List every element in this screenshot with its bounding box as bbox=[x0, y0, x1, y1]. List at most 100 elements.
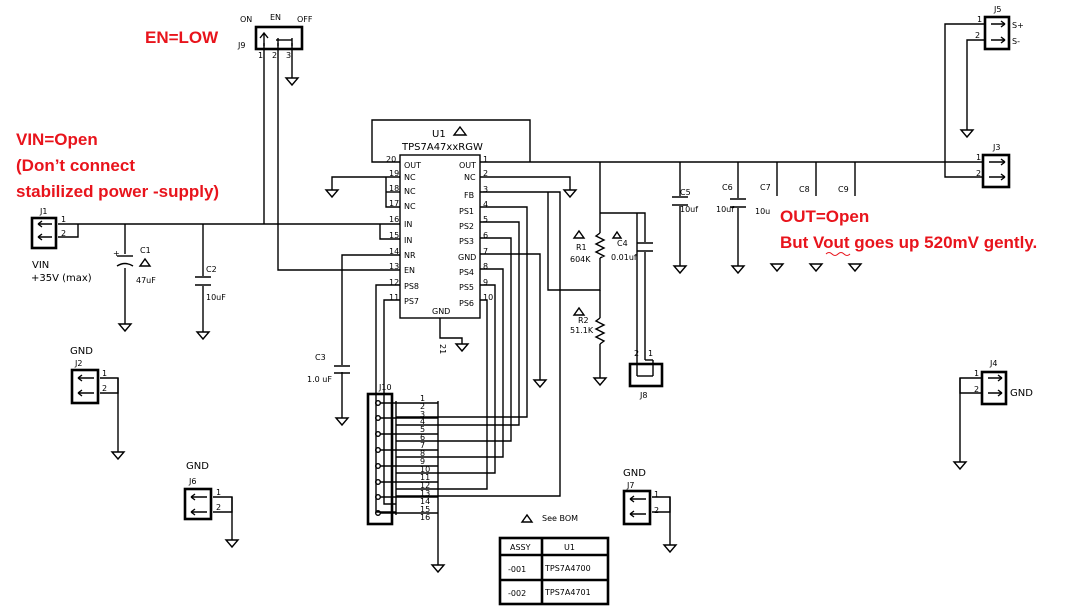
pin-num: 20 bbox=[386, 155, 396, 164]
j10-pin-num: 4 bbox=[420, 417, 425, 426]
pin-num: 12 bbox=[389, 278, 399, 287]
connector-j2: GND J2 1 2 bbox=[70, 346, 107, 405]
r1-ref: R1 bbox=[576, 243, 587, 252]
c4-value: 0.01uf bbox=[611, 253, 637, 262]
pin-num: 4 bbox=[483, 200, 488, 209]
j4-ref: J4 bbox=[989, 359, 997, 368]
pin-name: PS4 bbox=[459, 268, 474, 277]
j6-gnd: GND bbox=[186, 461, 209, 472]
j7-pin1: 1 bbox=[654, 490, 659, 499]
pin-name: PS1 bbox=[459, 207, 474, 216]
j10-pin-num: 8 bbox=[420, 449, 425, 458]
pin-name: OUT bbox=[459, 161, 476, 170]
wires bbox=[58, 23, 985, 565]
svg-text:+: + bbox=[113, 249, 120, 258]
pin-num: 21 bbox=[438, 344, 447, 354]
j3-ref: J3 bbox=[992, 143, 1000, 152]
j10-pin-num: 7 bbox=[420, 441, 425, 450]
c3-value: 1.0 uF bbox=[307, 375, 332, 384]
j5-sminus: S- bbox=[1012, 37, 1020, 46]
legend-row-assy: -001 bbox=[508, 565, 526, 574]
pin-name: NC bbox=[404, 187, 416, 196]
c8-ref: C8 bbox=[799, 185, 810, 194]
j10-pin-num: 9 bbox=[420, 457, 425, 466]
j2-pin2: 2 bbox=[102, 384, 107, 393]
c4-ref: C4 bbox=[617, 239, 628, 248]
c9-ref: C9 bbox=[838, 185, 849, 194]
legend-row-part: TPS7A4701 bbox=[544, 588, 591, 597]
annotation-out-open-1: OUT=Open bbox=[780, 207, 869, 226]
pin-num: 13 bbox=[389, 262, 399, 271]
pin-num: 11 bbox=[389, 293, 399, 302]
connector-j1: J1 1 2 VIN +35V (max) bbox=[30, 207, 92, 284]
c7-value: 10u bbox=[755, 207, 770, 216]
j10-pin-num: 10 bbox=[420, 465, 430, 474]
j7-gnd: GND bbox=[623, 468, 646, 479]
capacitors: + C1 47uF C2 10uF C3 1.0 uF C4 0.01uf C5… bbox=[113, 183, 849, 384]
j5-pin1: 1 bbox=[977, 15, 982, 24]
j10-pin-num: 14 bbox=[420, 497, 430, 506]
pin-name: IN bbox=[404, 236, 412, 245]
pin-name: PS8 bbox=[404, 282, 419, 291]
c6-value: 10uf bbox=[716, 205, 734, 214]
j2-ref: J2 bbox=[74, 359, 82, 368]
resistors: R1 604K R2 51.1K bbox=[570, 229, 606, 345]
j10-pin-num: 12 bbox=[420, 481, 430, 490]
j9-ref: J9 bbox=[237, 41, 245, 50]
pin-name: IN bbox=[404, 220, 412, 229]
j2-pin1: 1 bbox=[102, 369, 107, 378]
j8-pin1: 1 bbox=[648, 349, 653, 358]
pin-num: 8 bbox=[483, 262, 488, 271]
ground-symbols bbox=[110, 77, 975, 574]
pin-num: 19 bbox=[389, 169, 399, 178]
pin-num: 17 bbox=[389, 199, 399, 208]
annotation-vin-open-2: (Don’t connect bbox=[16, 156, 135, 175]
j9-pin3: 3 bbox=[286, 51, 291, 60]
c5-ref: C5 bbox=[680, 188, 691, 197]
j1-pin2: 2 bbox=[61, 229, 66, 238]
j5-splus: S+ bbox=[1012, 21, 1024, 30]
assy-legend: See BOM ASSY U1 -001 TPS7A4700 -002 TPS7… bbox=[498, 513, 610, 606]
j9-off: OFF bbox=[297, 15, 313, 24]
j10-pin-num: 15 bbox=[420, 505, 430, 514]
spell-underline bbox=[825, 252, 851, 256]
jumper-j8: 2 1 J8 bbox=[628, 349, 664, 400]
annotation-vin-open-1: VIN=Open bbox=[16, 130, 98, 149]
jumper-j9: ON EN OFF J9 1 2 3 bbox=[237, 13, 313, 60]
pin-num: 2 bbox=[483, 169, 488, 178]
pin-num: 3 bbox=[483, 185, 488, 194]
c5-value: 10uf bbox=[680, 205, 698, 214]
pin-num: 9 bbox=[483, 278, 488, 287]
header-j10: J10 1 2 3 4 5 6 7 8 9 10 11 12 13 14 15 … bbox=[366, 383, 438, 526]
j6-pin1: 1 bbox=[216, 488, 221, 497]
j9-pin2: 2 bbox=[272, 51, 277, 60]
ic-ref: U1 bbox=[432, 129, 446, 140]
legend-row-part: TPS7A4700 bbox=[544, 564, 591, 573]
pin-num: 16 bbox=[389, 215, 399, 224]
j8-ref: J8 bbox=[639, 391, 647, 400]
j10-ref: J10 bbox=[378, 383, 392, 392]
pin-num: 15 bbox=[389, 231, 399, 240]
pin-num: 18 bbox=[389, 184, 399, 193]
j2-gnd: GND bbox=[70, 346, 93, 357]
c6-ref: C6 bbox=[722, 183, 733, 192]
j10-pin-num: 3 bbox=[420, 410, 425, 419]
j4-pin1: 1 bbox=[974, 369, 979, 378]
pin-name: GND bbox=[458, 253, 476, 262]
j10-pin-num: 1 bbox=[420, 394, 425, 403]
j10-pin-num: 5 bbox=[420, 425, 425, 434]
c2-ref: C2 bbox=[206, 265, 217, 274]
r2-ref: R2 bbox=[578, 316, 589, 325]
ic-u1: U1 TPS7A47xxRGW OUT NC NC NC IN IN NR EN… bbox=[386, 125, 493, 354]
j9-on: ON bbox=[240, 15, 252, 24]
j3-pin2: 2 bbox=[976, 169, 981, 178]
j10-pin-num: 6 bbox=[420, 433, 425, 442]
pin-name: NR bbox=[404, 251, 416, 260]
pin-name: NC bbox=[464, 173, 476, 182]
j3-pin1: 1 bbox=[976, 153, 981, 162]
j9-en: EN bbox=[270, 13, 281, 22]
legend-header-u1: U1 bbox=[564, 543, 575, 552]
j9-pin1: 1 bbox=[258, 51, 263, 60]
j1-vmax: +35V (max) bbox=[31, 273, 92, 284]
